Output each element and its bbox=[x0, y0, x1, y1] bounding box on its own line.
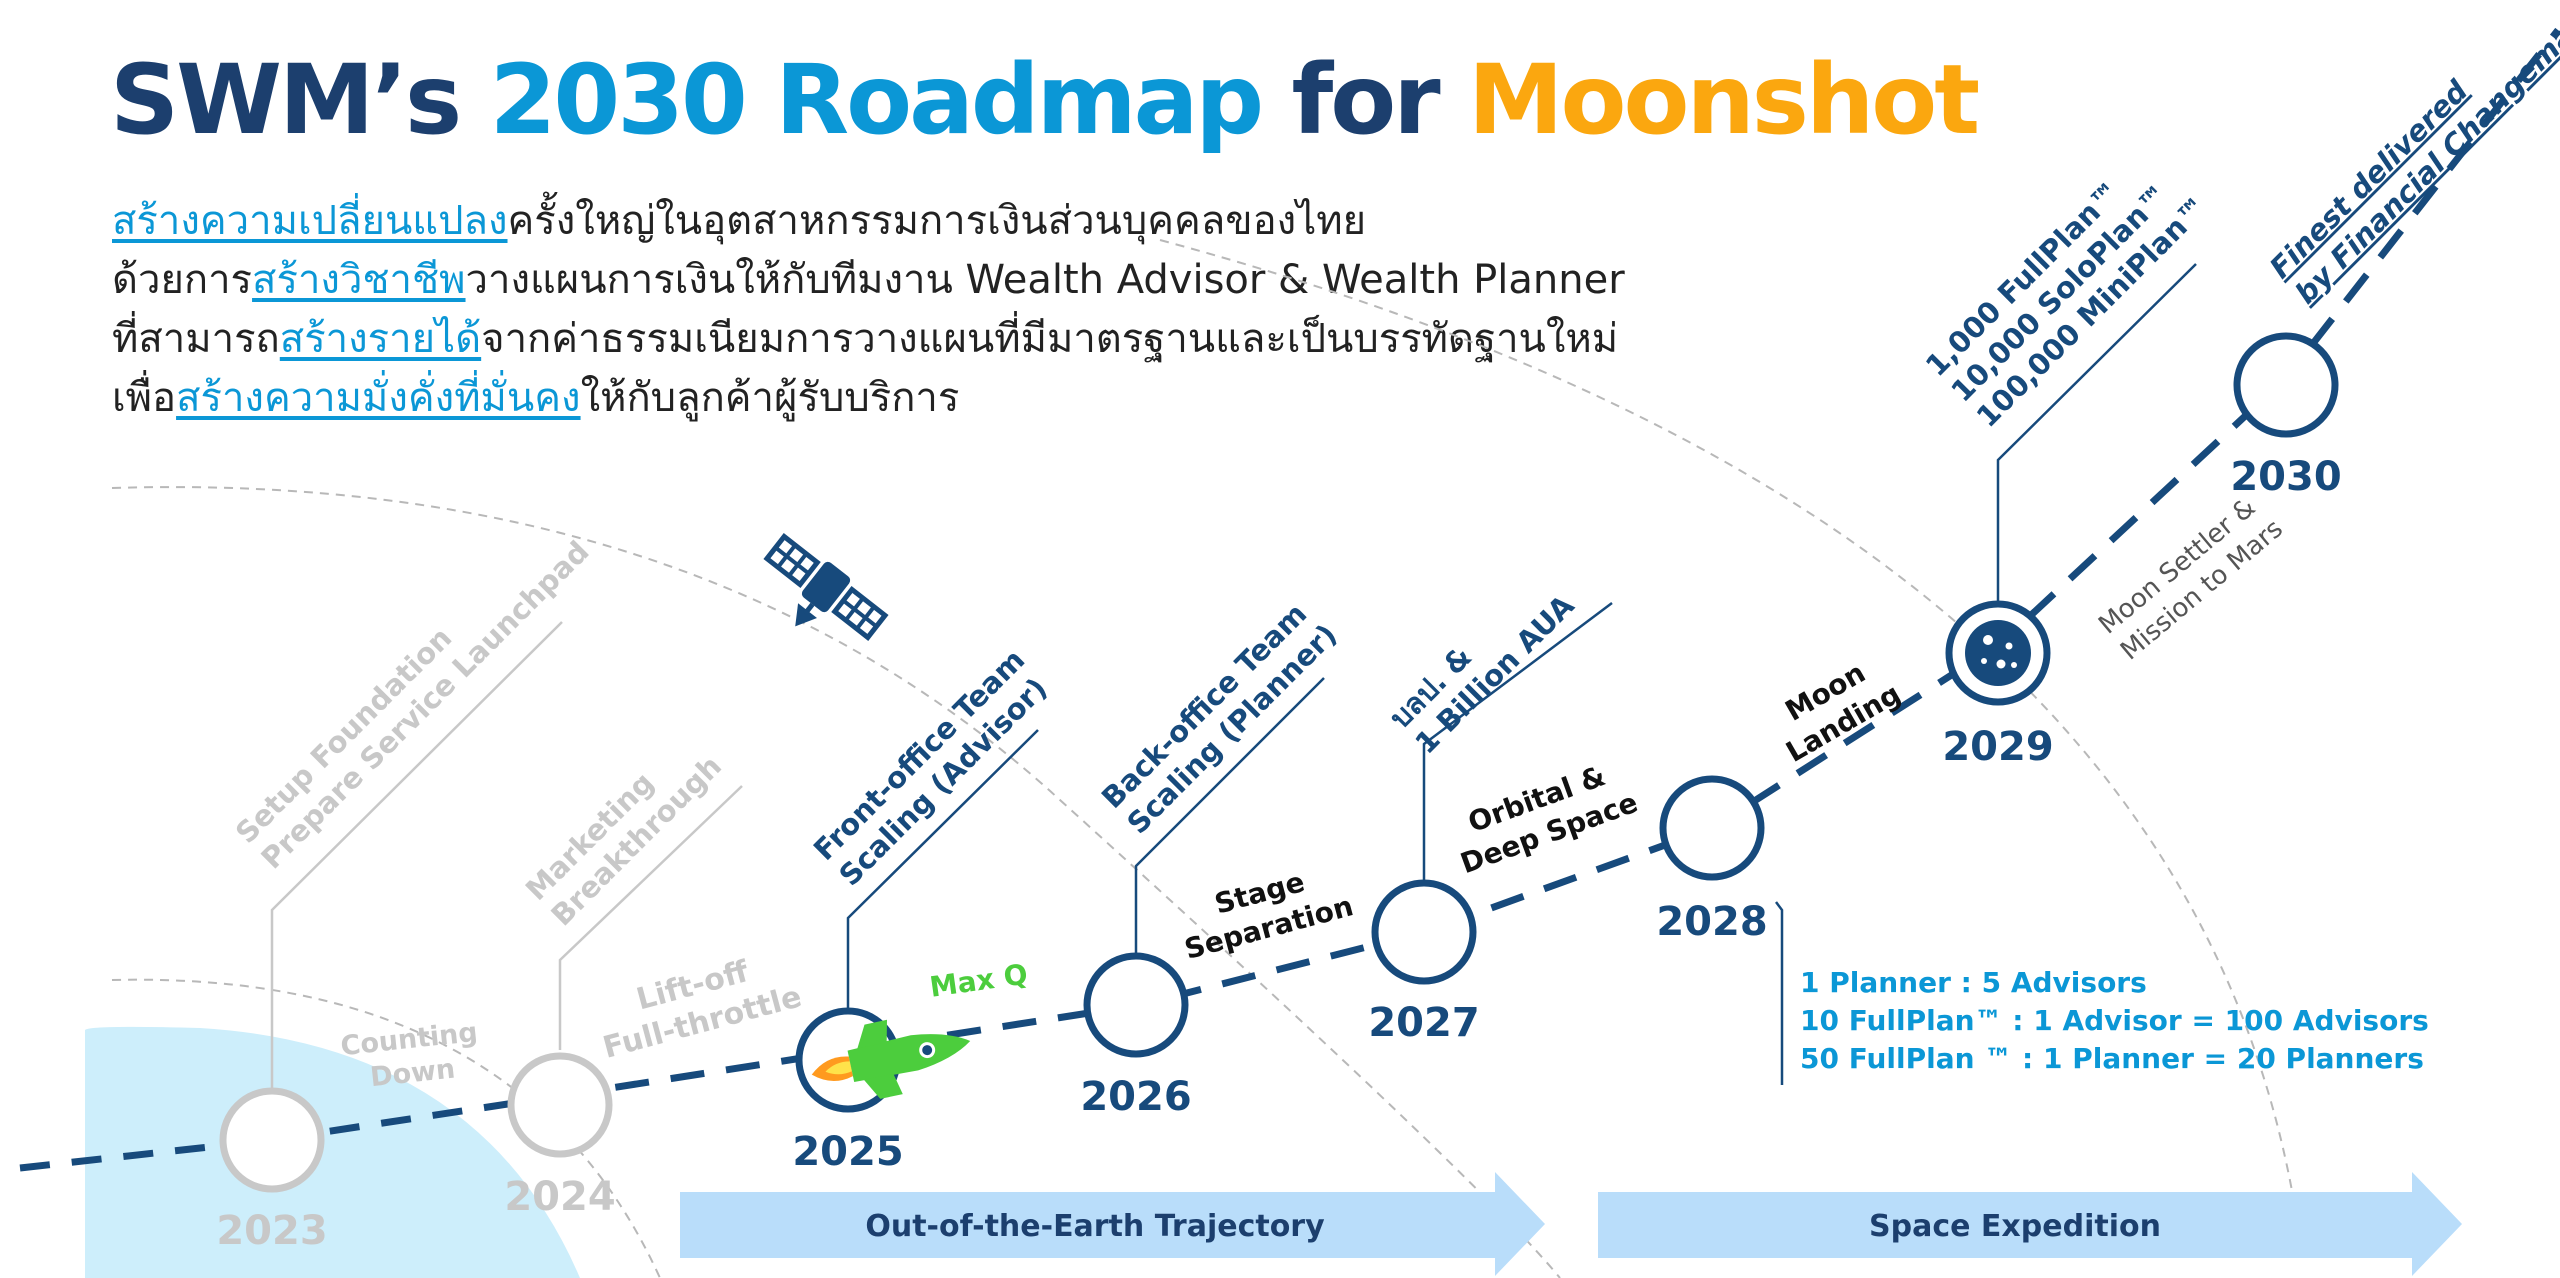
milestone-2023-line2: Prepare Service Launchpad bbox=[254, 534, 595, 875]
year-label-2028: 2028 bbox=[1656, 899, 1767, 945]
earth-glow bbox=[85, 1026, 580, 1278]
title-part-roadmap: 2030 Roadmap bbox=[489, 44, 1265, 156]
node-2030 bbox=[2233, 332, 2339, 438]
year-label-2027: 2027 bbox=[1368, 1000, 1479, 1046]
intro-text-4: ให้กับลูกค้าผู้รับบริการ bbox=[580, 375, 960, 421]
node-2024 bbox=[507, 1052, 613, 1158]
leader-lines bbox=[270, 263, 2197, 1090]
milestone-2027: บลป. & 1 Billion AUA bbox=[1383, 588, 1581, 761]
intro-line-2: ด้วยการสร้างวิชาชีพวางแผนการเงินให้กับที… bbox=[112, 251, 1752, 310]
stats-2028: 1 Planner : 5 Advisors 10 FullPlan™ : 1 … bbox=[1800, 966, 2429, 1075]
milestone-2025-line1: Front-office Team bbox=[807, 643, 1031, 867]
intro-highlight-1: สร้างความเปลี่ยนแปลง bbox=[112, 198, 508, 244]
leader-2023 bbox=[270, 621, 563, 1090]
leader-2026 bbox=[1134, 677, 1325, 956]
moon-icon bbox=[1965, 620, 2031, 686]
intro-highlight-4: สร้างความมั่งคั่งที่มั่นคง bbox=[176, 375, 581, 421]
intro-line-3: ที่สามารถสร้างรายได้จากค่าธรรมเนียมการวา… bbox=[112, 310, 1752, 369]
intro-text-2: วางแผนการเงินให้กับทีมงาน Wealth Advisor… bbox=[465, 257, 1625, 303]
phase-moon-landing: Moon Landing bbox=[1780, 656, 1907, 769]
intro-line-4: เพื่อสร้างความมั่งคั่งที่มั่นคงให้กับลูก… bbox=[112, 369, 1752, 428]
phase-counting-line2: Down bbox=[369, 1053, 457, 1093]
year-label-2030: 2030 bbox=[2230, 454, 2341, 500]
year-label-2025: 2025 bbox=[792, 1129, 903, 1175]
node-2028 bbox=[1659, 775, 1765, 881]
milestone-2025-line2: Scaling (Advisor) bbox=[832, 671, 1053, 892]
milestone-2025: Front-office Team Scaling (Advisor) bbox=[807, 643, 1054, 893]
milestone-2026: Back-office Team Scaling (Planner) bbox=[1095, 597, 1344, 841]
banner-earth: Out-of-the-Earth Trajectory bbox=[680, 1172, 1545, 1276]
intro-text-3: จากค่าธรรมเนียมการวางแผนที่มีมาตรฐานและเ… bbox=[481, 316, 1619, 362]
leader-2025 bbox=[846, 729, 1039, 1010]
leader-2027 bbox=[1422, 602, 1613, 883]
phase-liftoff: Lift-off Full-throttle bbox=[599, 954, 805, 1066]
banner-earth-arrow bbox=[680, 1172, 1545, 1276]
intro-lead-4: เพื่อ bbox=[112, 375, 177, 421]
title-part-for: for bbox=[1261, 44, 1469, 156]
milestone-2030: Finest delivered by Financial Changemake… bbox=[2263, 0, 2560, 310]
intro-text-1: ครั้งใหญ่ในอุตสาหกรรมการเงินส่วนบุคคลของ… bbox=[507, 198, 1367, 244]
year-label-2024: 2024 bbox=[504, 1174, 615, 1220]
milestone-2030-line2: by Financial Changemaker bbox=[2288, 0, 2560, 310]
intro-lead-3: ที่สามารถ bbox=[112, 316, 280, 362]
milestone-2026-line2: Scaling (Planner) bbox=[1120, 617, 1343, 840]
node-2023 bbox=[219, 1087, 325, 1193]
phase-mars: Moon Settler & Mission to Mars bbox=[2093, 492, 2289, 666]
leader-2029 bbox=[1996, 263, 2197, 603]
year-label-2023: 2023 bbox=[216, 1208, 327, 1254]
banner-space: Space Expedition bbox=[1598, 1172, 2462, 1276]
milestone-2029: 1,000 FullPlan™ 10,000 SoloPlan™ 100,000… bbox=[1919, 174, 2215, 434]
trajectory-segment-main bbox=[559, 27, 2560, 1100]
phase-counting-line1: Counting bbox=[339, 1017, 479, 1062]
node-2027 bbox=[1371, 879, 1477, 985]
intro-highlight-3: สร้างรายได้ bbox=[279, 316, 482, 362]
leader-2024 bbox=[558, 785, 743, 1050]
intro-highlight-2: สร้างวิชาชีพ bbox=[252, 257, 466, 303]
page-title: SWM’s 2030 Roadmap for Moonshot bbox=[110, 40, 1980, 160]
intro-lead-2: ด้วยการ bbox=[112, 257, 253, 303]
intro-paragraph: สร้างความเปลี่ยนแปลงครั้งใหญ่ในอุตสาหกรร… bbox=[112, 192, 1752, 428]
title-part-swm: SWM’s bbox=[110, 44, 490, 156]
rocket-icon bbox=[811, 1019, 971, 1099]
milestone-2029-line2: 10,000 SoloPlan™ bbox=[1944, 177, 2175, 408]
year-nodes bbox=[219, 332, 2339, 1193]
title-part-moonshot: Moonshot bbox=[1468, 44, 1980, 156]
banner-earth-label: Out-of-the-Earth Trajectory bbox=[865, 1209, 1325, 1244]
phase-stage-separation: Stage Separation bbox=[1181, 865, 1357, 966]
milestone-2023-line1: Setup Foundation bbox=[229, 621, 458, 850]
phase-max-q: Max Q bbox=[928, 957, 1030, 1003]
milestone-2023: Setup Foundation Prepare Service Launchp… bbox=[229, 534, 596, 875]
banner-space-arrow bbox=[1598, 1172, 2462, 1276]
leader-2028 bbox=[1775, 901, 1784, 1085]
node-2026 bbox=[1083, 952, 1189, 1058]
satellite-icon bbox=[763, 533, 889, 641]
milestone-2026-line1: Back-office Team bbox=[1095, 597, 1313, 815]
stats-2028-line1: 1 Planner : 5 Advisors bbox=[1800, 966, 2147, 999]
stats-2028-line3: 50 FullPlan ™ : 1 Planner = 20 Planners bbox=[1800, 1042, 2424, 1075]
stats-2028-line2: 10 FullPlan™ : 1 Advisor = 100 Advisors bbox=[1800, 1004, 2429, 1037]
year-label-2026: 2026 bbox=[1080, 1074, 1191, 1120]
orbit-arc-middle bbox=[111, 486, 1561, 1278]
intro-line-1: สร้างความเปลี่ยนแปลงครั้งใหญ่ในอุตสาหกรร… bbox=[112, 192, 1752, 251]
banner-space-label: Space Expedition bbox=[1869, 1209, 2161, 1244]
orbit-arc-outer bbox=[1159, 239, 2301, 1241]
year-label-2029: 2029 bbox=[1942, 724, 2053, 770]
